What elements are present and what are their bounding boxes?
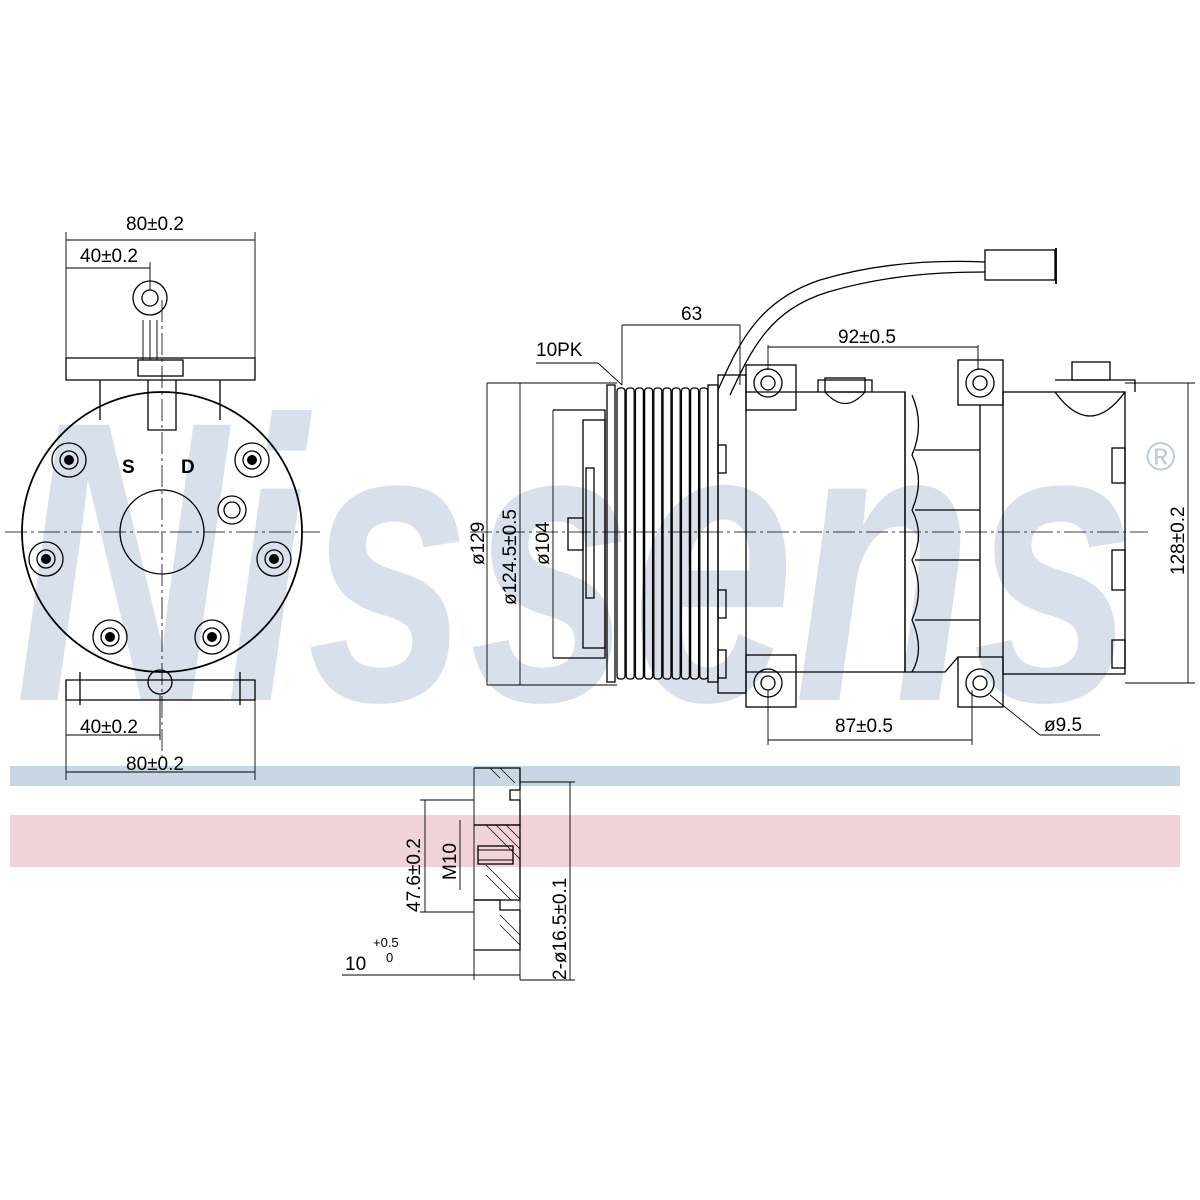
dim-clutch-diameter: ø104	[533, 521, 554, 565]
dim-front-top-half: 40±0.2	[80, 246, 138, 267]
dim-front-bottom-half: 40±0.2	[80, 717, 138, 738]
pulley-groove	[680, 387, 691, 680]
dim-depth-tol-upper: +0.5	[373, 935, 399, 950]
pulley-groove	[671, 387, 681, 680]
dim-pulley-pitch-diameter: ø124.5±0.5	[500, 509, 521, 605]
front-bolt	[194, 619, 230, 655]
dim-front-bottom-width: 80±0.2	[126, 754, 184, 775]
front-bolt	[28, 541, 64, 577]
pulley-groove	[634, 387, 645, 680]
dim-depth-tol-lower: 0	[386, 950, 393, 965]
dim-pulley-outer-diameter: ø129	[468, 522, 489, 565]
section-hatch	[485, 767, 521, 946]
pulley-groove	[625, 387, 635, 680]
dim-port-height: 47.6±0.2	[404, 838, 425, 912]
port-detail: 47.6±0.2 M10 2-ø16.5±0.1 10 +0.5 0	[342, 767, 575, 981]
dim-height: 128±0.2	[1168, 506, 1189, 575]
front-view: 80±0.2 40±0.2 S D	[5, 214, 320, 780]
dim-hole-diameter: ø9.5	[1044, 715, 1082, 736]
pulley-groove	[689, 387, 700, 680]
watermark-blue-band	[10, 766, 1180, 786]
front-bolt	[256, 541, 292, 577]
watermark: Nissens ®	[10, 338, 1180, 867]
side-view: 63 10PK 92±0.5 ø129 ø124.5±0.5 ø104	[468, 248, 1195, 745]
label-belt-type: 10PK	[536, 340, 583, 361]
watermark-logo: Nissens	[15, 338, 1135, 785]
watermark-registered-mark: ®	[1146, 435, 1175, 479]
dim-pulley-width: 63	[681, 304, 702, 325]
pulley-groove	[653, 387, 663, 680]
watermark-pink-band	[10, 815, 1180, 867]
pulley-grooves	[616, 387, 709, 680]
pulley-groove	[662, 387, 672, 680]
dim-depth-nominal: 10	[345, 954, 366, 975]
dim-lower-hole-spacing: 87±0.5	[835, 716, 893, 737]
dim-upper-hole-spacing: 92±0.5	[838, 327, 896, 348]
front-bolt	[234, 442, 270, 478]
front-bolt	[92, 619, 128, 655]
dim-port-diameter: 2-ø16.5±0.1	[550, 878, 571, 980]
pulley-groove	[616, 387, 626, 680]
front-bolt	[51, 442, 87, 478]
port-label-suction: S	[122, 457, 135, 478]
port-label-discharge: D	[181, 457, 195, 478]
dim-front-top-width: 80±0.2	[126, 214, 184, 235]
pulley-groove	[643, 387, 654, 680]
label-thread: M10	[440, 843, 461, 880]
